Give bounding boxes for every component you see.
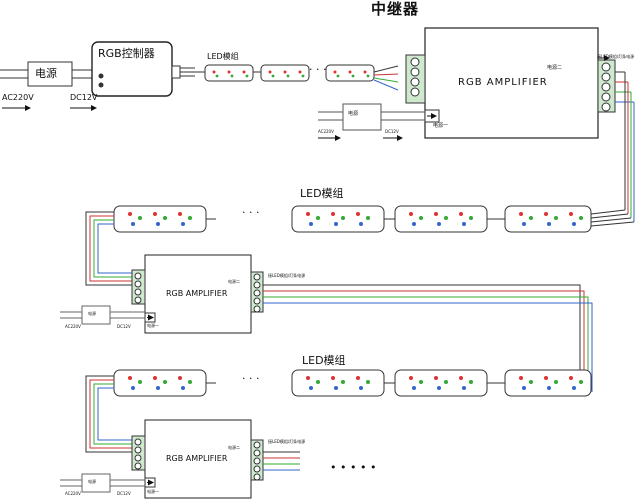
power-supply-4: [60, 473, 145, 493]
controller-label: RGB控制器: [98, 47, 155, 60]
power-supply-1: [0, 61, 97, 111]
ac-label-1: AC220V: [2, 93, 34, 102]
output-label-3: 接LED模组/灯条电源: [268, 439, 306, 444]
ac-label-3: AC220V: [65, 324, 81, 329]
end-dots: • • • • •: [330, 461, 377, 474]
rgb-controller: [91, 41, 195, 97]
power-two-label-2: 电源二: [228, 279, 240, 284]
led-dots-bottom: · · ·: [242, 372, 260, 385]
dc-label-3: DC12V: [117, 324, 131, 329]
power-supply-2: [318, 103, 425, 141]
amplifier-2: [131, 254, 593, 392]
power-label-3: 电源: [88, 311, 96, 316]
dc-label-4: DC12V: [117, 491, 131, 496]
power-label-2: 电源: [348, 111, 359, 117]
led-module-label-bottom: LED模组: [302, 354, 346, 367]
power-two-label-top: 电源二: [547, 65, 563, 71]
top-led-chain: [195, 64, 399, 91]
amplifier-label-3: RGB AMPLIFIER: [166, 454, 228, 463]
led-row-1: [85, 205, 635, 286]
led-dots-mid: · · ·: [242, 206, 260, 219]
ac-label-4: AC220V: [65, 491, 81, 496]
amplifier-top: [405, 27, 635, 222]
led-dots-top: · · ·: [309, 63, 327, 76]
power-supply-3: [60, 305, 145, 325]
led-row-2: [85, 369, 592, 453]
amplifier-3: [131, 419, 300, 499]
power-label-4: 电源: [88, 479, 96, 484]
output-label-2: 接LED模组/灯条电源: [268, 273, 306, 278]
led-module-label-mid: LED模组: [300, 187, 344, 200]
ac-label-2: AC220V: [318, 129, 334, 134]
power-one-label-3: 电源一: [147, 489, 159, 494]
amplifier-label-2: RGB AMPLIFIER: [166, 289, 228, 298]
power-one-label-top: 电源一: [433, 123, 449, 129]
diagram-title: 中继器: [371, 0, 420, 18]
output-label-top: 接LED模组/灯条电源: [597, 54, 635, 59]
power-label-1: 电源: [35, 67, 57, 80]
amplifier-label-top: RGB AMPLIFIER: [458, 77, 548, 88]
power-one-label-2: 电源一: [147, 323, 159, 328]
led-module-label-top: LED模组: [207, 52, 239, 61]
dc-label-2: DC12V: [385, 129, 399, 134]
dc-label-1: DC12V: [70, 93, 98, 102]
power-two-label-3: 电源二: [228, 445, 240, 450]
